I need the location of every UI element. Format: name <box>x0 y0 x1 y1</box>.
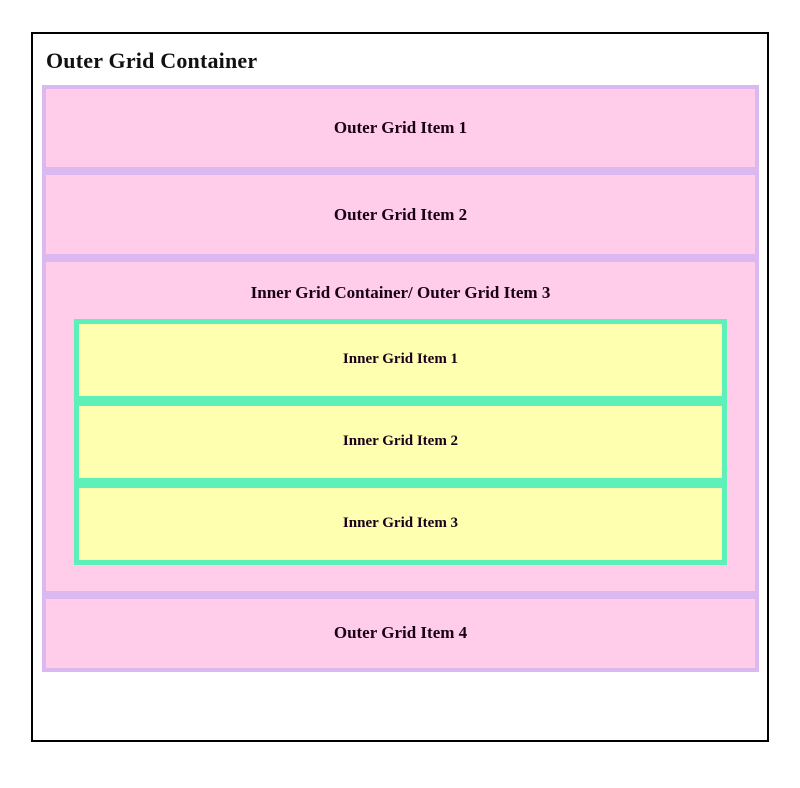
outer-grid-item-3-inner-grid-container: Inner Grid Container/ Outer Grid Item 3 … <box>42 258 759 595</box>
outer-grid-item-4-label: Outer Grid Item 4 <box>333 623 468 643</box>
page-title: Outer Grid Container <box>46 48 258 73</box>
outer-grid-item-4: Outer Grid Item 4 <box>42 594 759 672</box>
inner-grid-container-label: Inner Grid Container/ Outer Grid Item 3 <box>250 283 551 303</box>
inner-grid: Inner Grid Item 1 Inner Grid Item 2 Inne… <box>74 318 727 565</box>
inner-grid-item-3: Inner Grid Item 3 <box>74 482 727 565</box>
outer-grid-item-2: Outer Grid Item 2 <box>42 171 759 259</box>
inner-grid-item-3-label: Inner Grid Item 3 <box>342 515 459 532</box>
outer-grid-item-1: Outer Grid Item 1 <box>42 85 759 172</box>
outer-grid-item-2-label: Outer Grid Item 2 <box>333 204 468 224</box>
page-frame: Outer Grid Container Outer Grid Item 1 O… <box>31 32 769 742</box>
inner-grid-item-2-label: Inner Grid Item 2 <box>342 433 459 450</box>
outer-grid-item-1-label: Outer Grid Item 1 <box>333 118 468 138</box>
inner-grid-item-2: Inner Grid Item 2 <box>74 400 727 483</box>
inner-grid-item-1-label: Inner Grid Item 1 <box>342 351 459 368</box>
inner-grid-item-1: Inner Grid Item 1 <box>74 318 727 401</box>
outer-grid-container: Outer Grid Item 1 Outer Grid Item 2 Inne… <box>42 85 759 672</box>
